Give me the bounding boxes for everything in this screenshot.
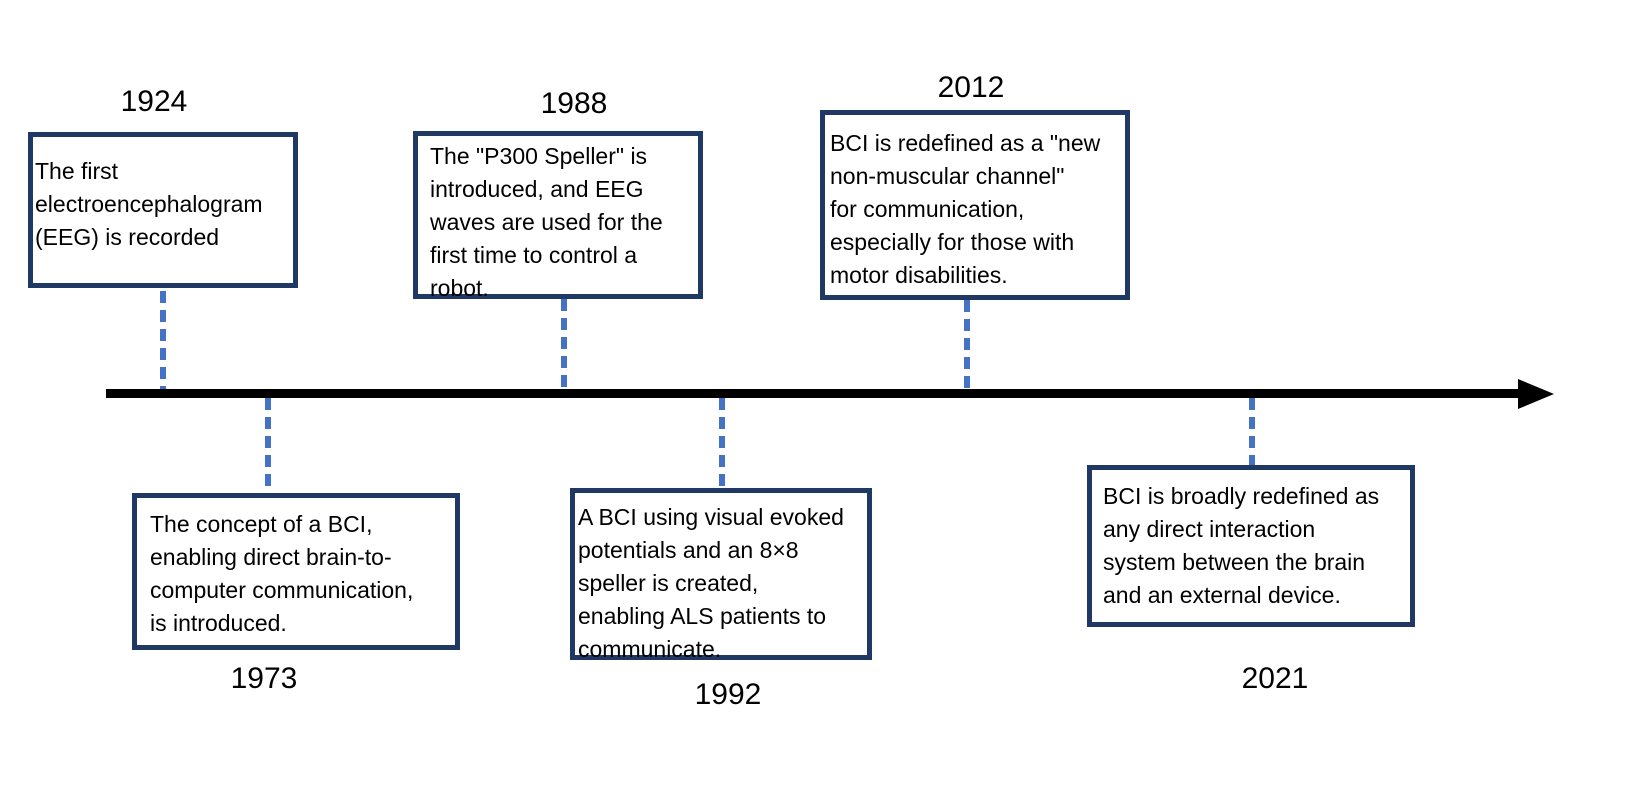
year-label-1924: 1924: [120, 85, 188, 118]
event-box-2012: BCI is redefined as a "new non-muscular …: [820, 110, 1130, 300]
connector-1992: [719, 398, 725, 488]
connector-2012: [964, 300, 970, 390]
year-label-1988: 1988: [540, 87, 608, 120]
arrowhead-right-icon: [1518, 379, 1554, 409]
event-box-1988: The "P300 Speller" is introduced, and EE…: [413, 131, 703, 301]
year-label-2012: 2012: [937, 71, 1005, 104]
event-box-1924: The first electroencephalogram (EEG) is …: [28, 132, 298, 288]
year-label-1973: 1973: [230, 662, 298, 695]
event-box-2021: BCI is broadly redefined as any direct i…: [1087, 465, 1415, 627]
connector-1988: [561, 299, 567, 389]
year-label-2021: 2021: [1241, 662, 1309, 695]
timeline-axis: [106, 389, 1519, 398]
connector-2021: [1249, 398, 1255, 465]
connector-1924: [160, 291, 166, 389]
year-label-1992: 1992: [694, 678, 762, 711]
event-box-1973: The concept of a BCI, enabling direct br…: [132, 493, 460, 650]
event-box-1992: A BCI using visual evoked potentials and…: [570, 488, 872, 662]
connector-1973: [265, 398, 271, 493]
